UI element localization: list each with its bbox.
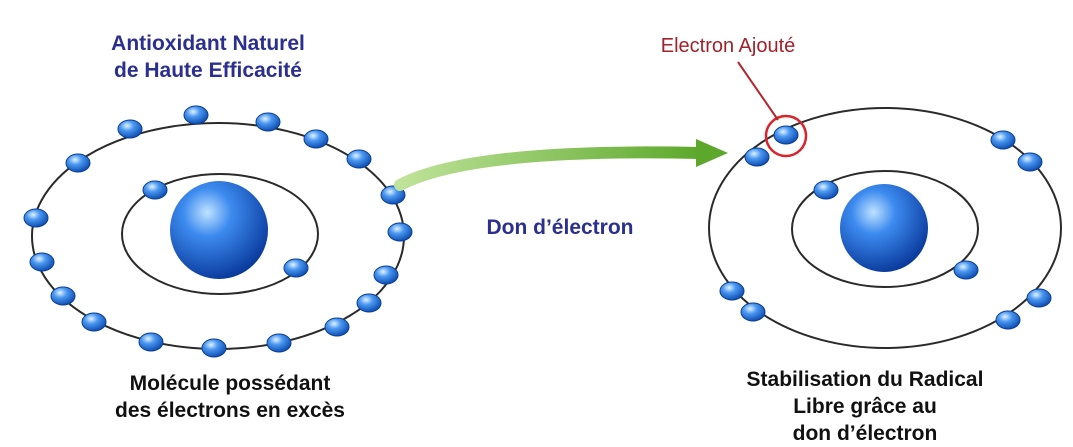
electron (356, 293, 382, 313)
right-electrons (719, 125, 1052, 330)
left-inner-orbit (121, 173, 319, 295)
electron (744, 147, 770, 167)
electron (1026, 288, 1052, 308)
arrow-label: Don d’électron (486, 216, 634, 239)
electron (23, 208, 49, 228)
added-electron-label: Electron Ajouté (660, 35, 796, 57)
right-inner-orbit (791, 170, 979, 288)
electron (65, 153, 91, 173)
left-caption-line-1: Molécule possédant (129, 372, 331, 395)
electron (138, 332, 164, 352)
electron (201, 338, 227, 358)
right-caption-line-1: Stabilisation du Radical (746, 368, 984, 391)
electron (183, 105, 209, 125)
electron (719, 281, 745, 301)
electron (255, 112, 281, 132)
right-caption-line-3: don d’électron (792, 422, 938, 445)
electron (266, 333, 292, 353)
right-nucleus (840, 184, 928, 272)
donation-arrow (394, 139, 728, 191)
right-molecule (708, 61, 1062, 349)
electron (117, 119, 143, 139)
right-molecule-caption: Stabilisation du Radical Libre grâce au … (700, 366, 1030, 447)
left-molecule-caption: Molécule possédant des électrons en excè… (50, 370, 410, 424)
electron (995, 310, 1021, 330)
left-nucleus (170, 181, 268, 279)
title-line-2: de Haute Efficacité (114, 59, 302, 82)
electron (50, 286, 76, 306)
added-electron-highlight (764, 114, 808, 158)
electron (953, 260, 979, 280)
electron (142, 180, 168, 200)
electron (773, 125, 799, 145)
left-electrons (23, 105, 413, 358)
title-line-1: Antioxidant Naturel (111, 32, 305, 55)
electron (283, 258, 309, 278)
electron (81, 312, 107, 332)
electron (346, 149, 372, 169)
electron (1017, 152, 1043, 172)
right-caption-line-2: Libre grâce au (793, 395, 937, 418)
diagram-title: Antioxidant Naturel de Haute Efficacité (58, 30, 358, 84)
electron (813, 180, 839, 200)
left-molecule (23, 105, 413, 358)
electron (324, 317, 350, 337)
electron (990, 130, 1016, 150)
right-outer-orbit (708, 107, 1062, 349)
electron (303, 129, 329, 149)
electron (740, 302, 766, 322)
electron (373, 265, 399, 285)
electron (29, 252, 55, 272)
electron (387, 222, 413, 242)
left-caption-line-2: des électrons en excès (115, 399, 345, 422)
added-electron-pointer (737, 61, 779, 121)
